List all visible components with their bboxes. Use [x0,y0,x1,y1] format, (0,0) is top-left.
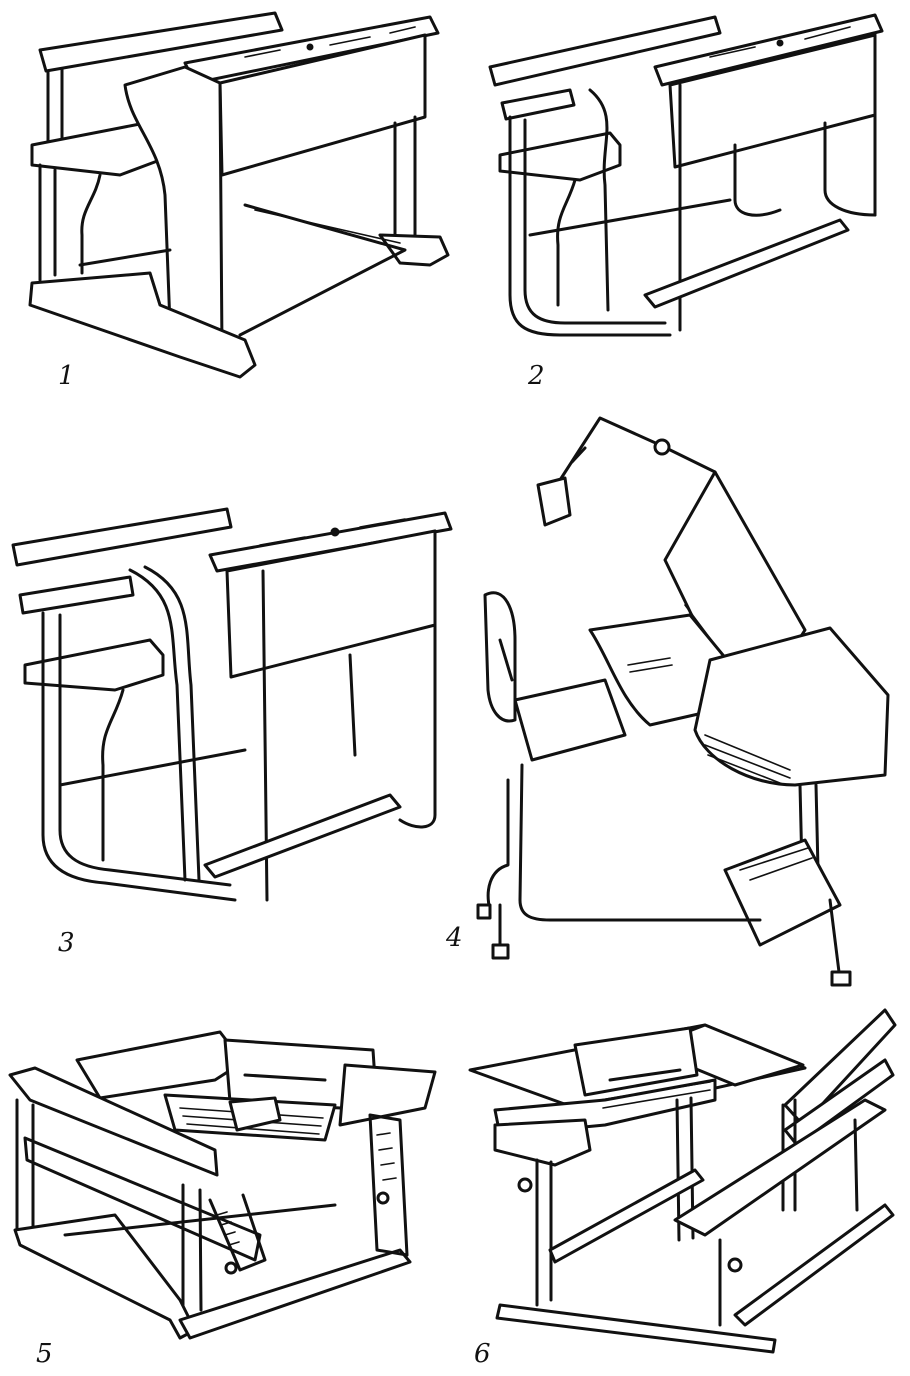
figure-2-label: 2 [528,361,545,391]
figure-1-label: 1 [58,361,75,391]
figure-1-drawing [10,5,450,385]
figure-5-label: 5 [36,1339,53,1369]
figure-4-label: 4 [446,923,463,953]
figure-3-label: 3 [58,928,75,958]
figure-6-drawing [465,1000,905,1355]
figure-3-drawing [5,495,455,925]
figure-2-drawing [480,5,900,355]
figure-4-drawing [460,400,905,990]
figure-6-label: 6 [474,1339,491,1369]
figure-5-drawing [5,1020,445,1350]
